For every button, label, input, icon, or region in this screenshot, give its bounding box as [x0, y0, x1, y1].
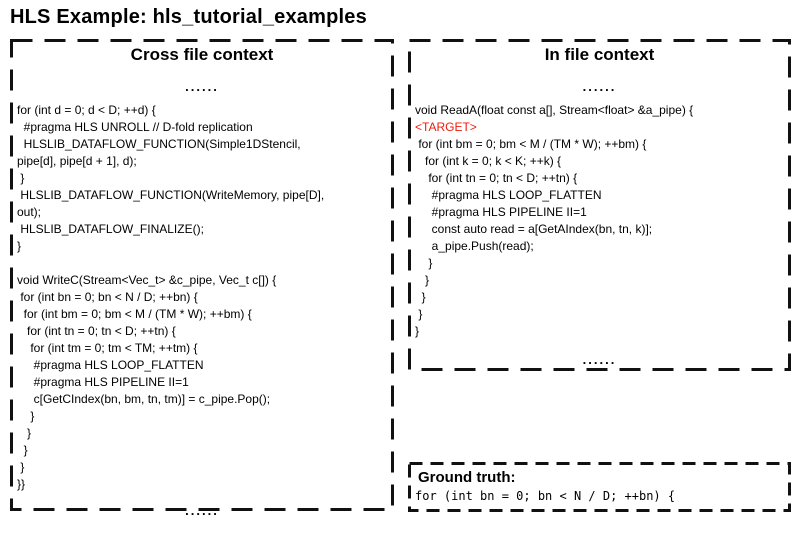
cross-file-bottom-ellipsis: ......: [185, 503, 219, 518]
cross-file-context-title: Cross file context: [130, 45, 274, 64]
page-title: HLS Example: hls_tutorial_examples: [10, 6, 367, 28]
in-file-top-ellipsis: ......: [582, 79, 617, 94]
ground-truth-code: for (int bn = 0; bn < N / D; ++bn) {: [415, 489, 676, 503]
ground-truth-title: Ground truth:: [418, 469, 516, 486]
in-file-code-before-target: void ReadA(float const a[], Stream<float…: [415, 103, 694, 117]
cross-file-code: for (int d = 0; d < D; ++d) { #pragma HL…: [17, 103, 325, 491]
in-file-context-panel: In file context ...... void ReadA(float …: [408, 39, 791, 371]
target-marker: <TARGET>: [415, 120, 477, 134]
in-file-bottom-ellipsis: ......: [582, 352, 617, 367]
in-file-code-after-target: for (int bm = 0; bm < M / (TM * W); ++bm…: [415, 137, 653, 338]
ground-truth-panel: Ground truth: for (int bn = 0; bn < N / …: [408, 462, 791, 512]
in-file-context-title: In file context: [544, 45, 655, 64]
cross-file-top-ellipsis: ......: [185, 79, 219, 94]
cross-file-context-panel: Cross file context ...... for (int d = 0…: [10, 39, 394, 517]
